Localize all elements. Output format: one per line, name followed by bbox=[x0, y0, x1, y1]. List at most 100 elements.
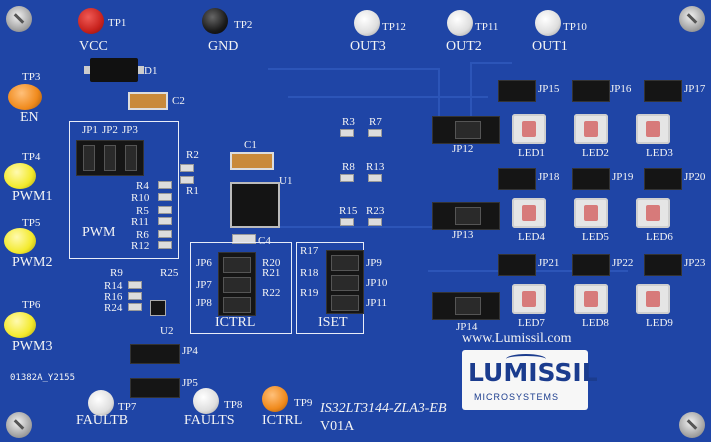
tp12-label: TP12 bbox=[382, 21, 406, 33]
ictrl-block-outline bbox=[190, 242, 292, 334]
led-1 bbox=[512, 114, 546, 144]
jumper-header-jp5[interactable] bbox=[130, 378, 180, 398]
jp16-label: JP16 bbox=[610, 83, 632, 95]
r4-label: R4 bbox=[136, 180, 149, 192]
trace bbox=[278, 226, 478, 231]
pwm-block-outline bbox=[69, 121, 179, 259]
out3-label: OUT3 bbox=[350, 39, 386, 54]
jp20-label: JP20 bbox=[684, 171, 706, 183]
trace bbox=[470, 62, 512, 124]
tp9-label: TP9 bbox=[294, 397, 313, 409]
jumper-header-jp17[interactable] bbox=[644, 80, 682, 102]
lumissil-logo: LUMISSIL MICROSYSTEMS bbox=[462, 350, 598, 410]
led1-label: LED1 bbox=[518, 147, 545, 159]
r25-label: R25 bbox=[160, 267, 179, 279]
led4-label: LED4 bbox=[518, 231, 545, 243]
pwm3-label: PWM3 bbox=[12, 339, 53, 354]
c4-label: C4 bbox=[258, 235, 271, 247]
jumper-header-jp19[interactable] bbox=[572, 168, 610, 190]
website-label: www.Lumissil.com bbox=[462, 331, 572, 346]
led-4 bbox=[512, 198, 546, 228]
test-point-gnd[interactable] bbox=[202, 8, 228, 34]
test-point-en[interactable] bbox=[8, 84, 42, 110]
r1-label: R1 bbox=[186, 185, 199, 197]
jp7-label: JP7 bbox=[196, 279, 212, 291]
jp21-label: JP21 bbox=[538, 257, 560, 269]
vcc-label: VCC bbox=[79, 39, 108, 54]
jumper-header-jp21[interactable] bbox=[498, 254, 536, 276]
test-point-faultb[interactable] bbox=[88, 390, 114, 416]
jp6-label: JP6 bbox=[196, 257, 212, 269]
model-label: IS32LT3144-ZLA3-EB bbox=[320, 401, 447, 416]
jumper-header-jp18[interactable] bbox=[498, 168, 536, 190]
tp10-label: TP10 bbox=[563, 21, 587, 33]
r20-label: R20 bbox=[262, 257, 281, 269]
resistor bbox=[340, 174, 354, 182]
diode-d1 bbox=[84, 58, 144, 82]
jumper-header-jp20[interactable] bbox=[644, 168, 682, 190]
jumper-header-jp4[interactable] bbox=[130, 344, 180, 364]
test-point-pwm3[interactable] bbox=[4, 312, 36, 338]
capacitor-c4 bbox=[232, 234, 256, 244]
jp18-label: JP18 bbox=[538, 171, 560, 183]
jp15-label: JP15 bbox=[538, 83, 560, 95]
jumper-header-jp1-jp3[interactable] bbox=[76, 140, 144, 176]
out2-label: OUT2 bbox=[446, 39, 482, 54]
jumper-header-jp6-jp8[interactable] bbox=[218, 252, 256, 316]
resistor bbox=[340, 218, 354, 226]
ic-u2 bbox=[150, 300, 166, 316]
led-3 bbox=[636, 114, 670, 144]
jp10-label: JP10 bbox=[366, 277, 388, 289]
trace bbox=[288, 96, 488, 128]
led6-label: LED6 bbox=[646, 231, 673, 243]
led3-label: LED3 bbox=[646, 147, 673, 159]
resistor bbox=[128, 281, 142, 289]
led9-label: LED9 bbox=[646, 317, 673, 329]
tp7-label: TP7 bbox=[118, 401, 137, 413]
jumper-header-jp13[interactable] bbox=[432, 202, 500, 230]
jumper-header-jp22[interactable] bbox=[572, 254, 610, 276]
jumper-header-jp23[interactable] bbox=[644, 254, 682, 276]
jumper-header-jp12[interactable] bbox=[432, 116, 500, 144]
jumper-header-jp16[interactable] bbox=[572, 80, 610, 102]
iset-block-title: ISET bbox=[318, 315, 348, 330]
led7-label: LED7 bbox=[518, 317, 545, 329]
ictrl-label: ICTRL bbox=[262, 413, 303, 428]
mounting-screw bbox=[679, 412, 705, 438]
r5-label: R5 bbox=[136, 205, 149, 217]
jp23-label: JP23 bbox=[684, 257, 706, 269]
jp13-label: JP13 bbox=[452, 229, 474, 241]
ic-u1 bbox=[230, 182, 280, 228]
jp11-label: JP11 bbox=[366, 297, 387, 309]
led-6 bbox=[636, 198, 670, 228]
r11-label: R11 bbox=[131, 216, 149, 228]
led-9 bbox=[636, 284, 670, 314]
capacitor-c2 bbox=[128, 92, 168, 110]
r3-label: R3 bbox=[342, 116, 355, 128]
test-point-out3[interactable] bbox=[354, 10, 380, 36]
jumper-header-jp9-jp11[interactable] bbox=[326, 250, 364, 314]
r12-label: R12 bbox=[131, 240, 150, 252]
resistor bbox=[128, 292, 142, 300]
jp17-label: JP17 bbox=[684, 83, 706, 95]
test-point-out2[interactable] bbox=[447, 10, 473, 36]
jumper-header-jp14[interactable] bbox=[432, 292, 500, 320]
resistor bbox=[158, 241, 172, 249]
led-5 bbox=[574, 198, 608, 228]
mounting-screw bbox=[679, 6, 705, 32]
resistor bbox=[368, 129, 382, 137]
test-point-pwm1[interactable] bbox=[4, 163, 36, 189]
r15-label: R15 bbox=[339, 205, 358, 217]
test-point-ictrl[interactable] bbox=[262, 386, 288, 412]
test-point-vcc[interactable] bbox=[78, 8, 104, 34]
jumper-header-jp15[interactable] bbox=[498, 80, 536, 102]
led8-label: LED8 bbox=[582, 317, 609, 329]
pwm2-label: PWM2 bbox=[12, 255, 53, 270]
jp14-label: JP14 bbox=[456, 321, 478, 333]
pwm1-label: PWM1 bbox=[12, 189, 53, 204]
r17-label: R17 bbox=[300, 245, 319, 257]
test-point-out1[interactable] bbox=[535, 10, 561, 36]
c1-label: C1 bbox=[244, 139, 257, 151]
test-point-faults[interactable] bbox=[193, 388, 219, 414]
test-point-pwm2[interactable] bbox=[4, 228, 36, 254]
